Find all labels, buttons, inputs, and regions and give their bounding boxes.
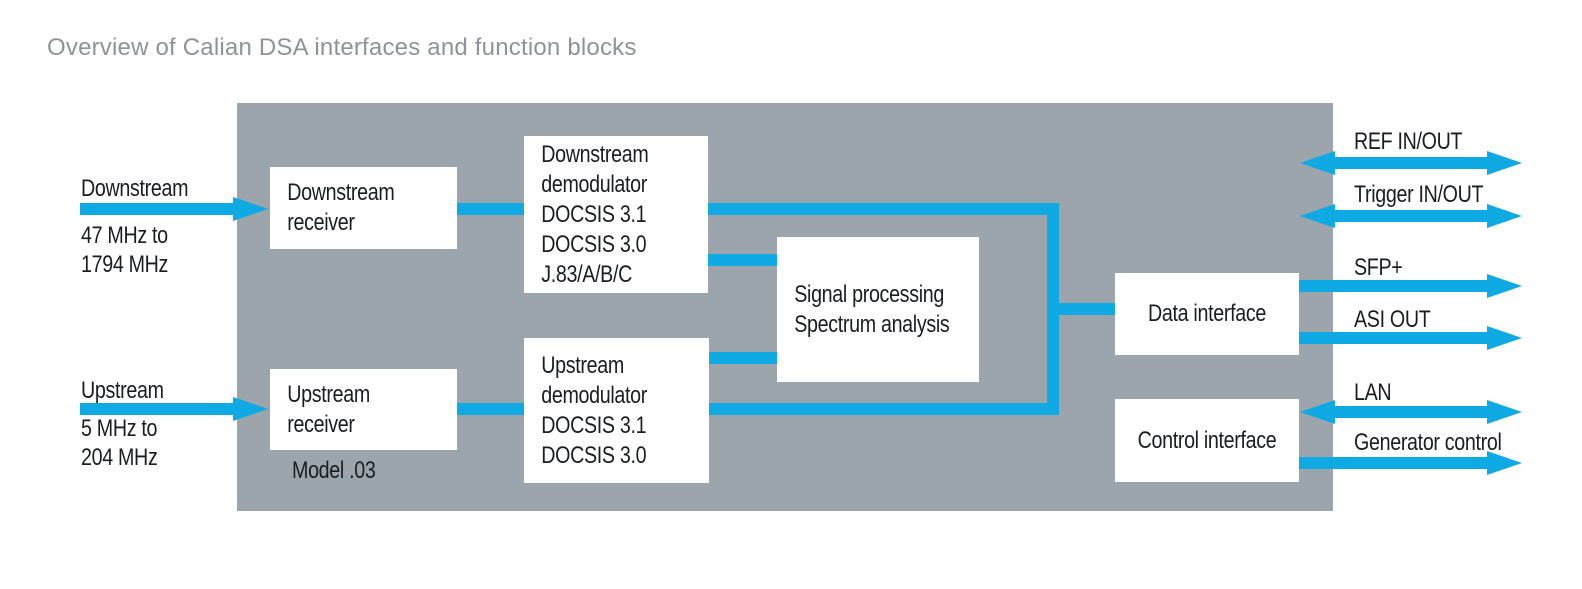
sfp-arrowhead-icon [1487,274,1522,298]
page-title: Overview of Calian DSA interfaces and fu… [47,34,637,61]
downstream-range-line2: 1794 MHz [81,251,169,278]
block-upstream-demodulator-line4: DOCSIS 3.0 [541,441,647,469]
generator-control-line [1299,457,1488,469]
upstream-receiver-model-note: Model .03 [292,457,376,484]
block-signal-processing-line1: Signal processing [794,280,944,308]
connector-usdemod-right-bus [709,403,1059,415]
block-data-interface: Data interface [1115,273,1299,355]
block-downstream-demodulator: Downstream demodulator DOCSIS 3.1 DOCSIS… [524,136,708,293]
block-downstream-receiver: Downstream receiver [270,167,457,249]
downstream-input-line [80,203,233,215]
block-upstream-demodulator-line2: demodulator [541,381,648,409]
ref-right-arrowhead-icon [1487,151,1522,175]
ref-line [1333,157,1488,169]
block-downstream-receiver-line1: Downstream [287,179,395,206]
port-label-generator-control: Generator control [1354,429,1502,456]
block-upstream-receiver-line2: receiver [287,410,355,438]
block-upstream-demodulator-line1: Upstream [541,351,624,379]
connector-dsreceiver-dsdemod [457,203,524,215]
block-control-interface-label: Control interface [1137,426,1277,454]
upstream-range-line1: 5 MHz to [81,415,158,442]
upstream-input-label: Upstream [81,377,164,404]
asi-arrowhead-icon [1487,326,1522,350]
upstream-input-arrowhead-icon [233,397,268,421]
trigger-line [1333,210,1488,222]
block-downstream-demodulator-line2: demodulator [541,170,648,198]
connector-dsdemod-signalproc [708,254,777,266]
port-label-asi: ASI OUT [1354,306,1431,333]
block-upstream-receiver-line1: Upstream [287,380,370,408]
downstream-input-arrowhead-icon [233,197,268,221]
block-downstream-demodulator-line1: Downstream [541,140,649,168]
port-label-sfp: SFP+ [1354,254,1403,281]
upstream-input-line [80,403,233,415]
lan-right-arrowhead-icon [1487,400,1522,424]
block-signal-processing-line2: Spectrum analysis [794,310,950,338]
block-downstream-demodulator-line3: DOCSIS 3.1 [541,200,647,228]
lan-left-arrowhead-icon [1300,400,1335,424]
block-upstream-demodulator: Upstream demodulator DOCSIS 3.1 DOCSIS 3… [524,338,709,483]
connector-usdemod-signalproc [709,352,777,364]
trigger-left-arrowhead-icon [1300,204,1335,228]
connector-usreceiver-usdemod [457,403,524,415]
lan-line [1333,406,1488,418]
trigger-right-arrowhead-icon [1487,204,1522,228]
block-downstream-demodulator-line5: J.83/A/B/C [541,260,633,288]
downstream-range-line1: 47 MHz to [81,222,168,249]
block-signal-processing: Signal processing Spectrum analysis [777,237,979,382]
block-upstream-demodulator-line3: DOCSIS 3.1 [541,411,647,439]
connector-bus-datainterface [1059,303,1115,315]
asi-line [1299,332,1488,344]
upstream-range-line2: 204 MHz [81,444,158,471]
block-downstream-receiver-line2: receiver [287,209,355,236]
sfp-line [1299,280,1488,292]
block-data-interface-label: Data interface [1148,300,1266,327]
ref-left-arrowhead-icon [1300,151,1335,175]
generator-control-arrowhead-icon [1487,451,1522,475]
port-label-lan: LAN [1354,379,1392,406]
connector-vertical-bus [1047,203,1059,415]
port-label-trigger: Trigger IN/OUT [1354,181,1484,208]
connector-dsdemod-right-bus [708,203,1059,215]
block-upstream-receiver: Upstream receiver [270,369,457,450]
block-downstream-demodulator-line4: DOCSIS 3.0 [541,230,647,258]
block-control-interface: Control interface [1115,399,1299,482]
downstream-input-label: Downstream [81,175,189,202]
port-label-ref: REF IN/OUT [1354,128,1463,155]
